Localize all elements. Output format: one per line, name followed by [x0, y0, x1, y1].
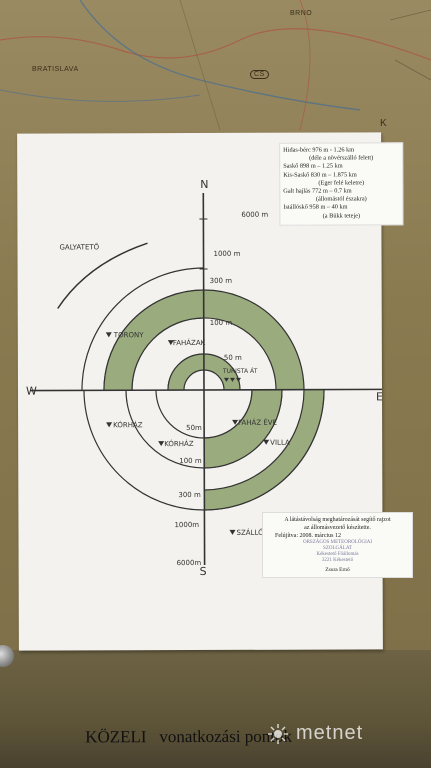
north-south-axis: [202, 192, 206, 565]
distance-diagram: N S W E 6000 m 1000 m 300 m 100 m 50 m 5…: [26, 178, 383, 578]
galyateto-arc: [57, 242, 148, 309]
info-line-3: Felújítva: 2008. március 12: [275, 533, 341, 539]
dist-label-6000-south: 6000m: [177, 559, 202, 567]
info-line-2: az állomásvezető készítette.: [304, 525, 371, 531]
stamp-line-3: Kékestető Főállomás: [316, 552, 359, 557]
dist-label-50-north: 50 m: [224, 354, 242, 362]
map-label-brno: BRNO: [290, 10, 313, 17]
stamp-line-1: ORSZÁGOS METEOROLÓGIAI: [302, 540, 373, 545]
dist-label-300-north: 300 m: [210, 277, 233, 285]
dist-label-100-south: 100 m: [179, 457, 202, 465]
west-east-axis: [29, 388, 382, 392]
place-korhaz-2: KÓRHÁZ: [164, 439, 194, 448]
legend-line-9: (a Bükk teteje): [322, 212, 361, 220]
info-box: A látástávolság meghatározását segítő ra…: [262, 512, 413, 578]
place-villa: VILLA: [270, 439, 290, 447]
dist-label-1000-south: 1000m: [174, 521, 199, 529]
compass-south: S: [200, 565, 207, 578]
info-line-1: A látástávolság meghatározását segítő ra…: [284, 517, 391, 523]
map-roads: [0, 0, 431, 131]
scale-ticks: [199, 218, 208, 355]
place-szallo: SZÁLLÓ: [236, 528, 264, 537]
push-pin: [0, 645, 14, 667]
paper-sheet: N S W E 6000 m 1000 m 300 m 100 m 50 m 5…: [17, 132, 404, 746]
signature: Zsura Ernő: [325, 567, 350, 573]
legend-box: Hidas-bérc 976 m - 1.26 km (déle a növér…: [279, 142, 404, 226]
dist-label-50-south: 50m: [186, 424, 202, 432]
place-turista-at: TURISTA ÁT: [222, 368, 258, 375]
map-label-cs: CS: [250, 70, 269, 79]
dist-label-300-south: 300 m: [178, 491, 201, 499]
compass-east: E: [376, 390, 383, 403]
map-label-bratislava: BRATISLAVA: [32, 66, 79, 73]
compass-north: N: [200, 178, 208, 191]
sheet-title: KÖZELI vonatkozási pontok: [85, 726, 293, 747]
stamp-line-4: 3221 Kékestető: [321, 558, 354, 563]
place-markers: [105, 332, 270, 535]
wall-map-bottom: [0, 650, 431, 768]
dist-label-100-north: 100 m: [210, 319, 233, 327]
place-fahaz-eve: FAHÁZ ÉVE: [238, 418, 277, 427]
dist-label-6000-north: 6000 m: [241, 211, 268, 219]
metnet-logo-icon: [268, 724, 288, 744]
place-korhaz-1: KÓRHÁZ: [113, 420, 143, 429]
map-label-k: K: [380, 118, 388, 129]
place-galyateto: GALYATETŐ: [59, 242, 99, 251]
dist-label-1000-north: 1000 m: [214, 250, 241, 258]
stamp-line-2: SZOLGÁLAT: [323, 546, 352, 551]
compass-west: W: [26, 385, 37, 398]
place-fahazak: FAHÁZAK: [173, 338, 206, 347]
place-torony: TORONY: [113, 331, 144, 339]
metnet-watermark: metnet: [296, 722, 364, 744]
